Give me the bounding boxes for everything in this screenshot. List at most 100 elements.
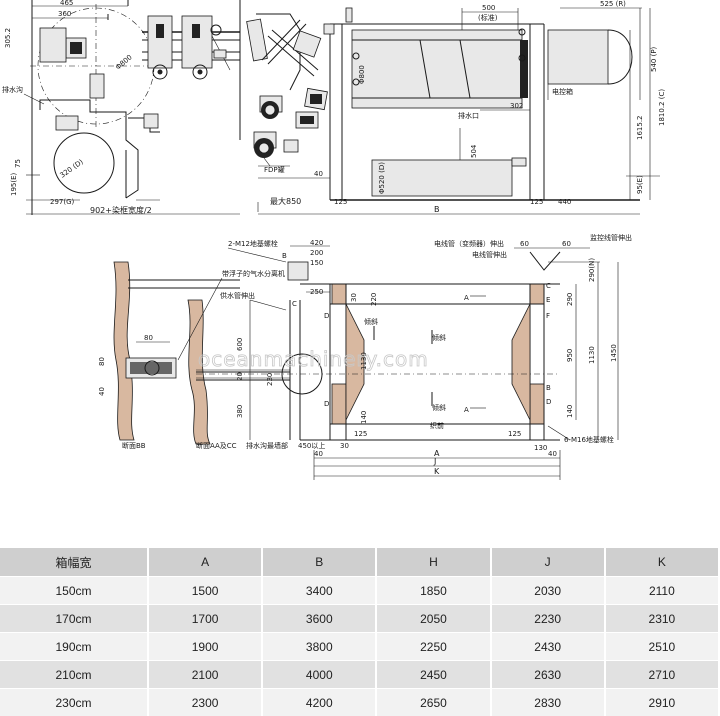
cell: 2830 <box>491 689 605 716</box>
dim-140-right: 140 <box>566 405 574 418</box>
dim-200: 200 <box>310 249 323 257</box>
dim-360: 360 <box>58 10 71 18</box>
letter-b-top: B <box>282 252 287 260</box>
dim-1615-2: 1615.2 <box>636 116 644 141</box>
cell: 150cm <box>0 577 148 605</box>
label-conduit-inverter: 电线管（变频器）伸出 <box>434 239 504 248</box>
letter-d-left1: D <box>324 400 329 408</box>
cell: 3400 <box>262 577 376 605</box>
dim-220: 220 <box>370 293 378 306</box>
dim-75: 75 <box>14 159 22 168</box>
label-air-water-separator: 带浮子的气水分离机 <box>222 269 285 278</box>
cell: 2250 <box>376 633 490 661</box>
dim-150: 150 <box>310 259 323 267</box>
dim-380: 380 <box>236 405 244 418</box>
cell: 2100 <box>148 661 262 689</box>
label-incline-3: 倾斜 <box>432 403 446 412</box>
dim-60-a: 60 <box>520 240 529 248</box>
technical-drawing: 465 360 305.2 Φ800 320 (D) 排水沟 75 195(E)… <box>0 0 720 545</box>
letter-a-top: A <box>464 294 469 302</box>
dim-40-bottom-right: 40 <box>548 450 557 458</box>
label-conduit: 电线管伸出 <box>472 250 507 259</box>
dim-80-bb: 80 <box>98 357 106 366</box>
dim-140-left: 140 <box>360 411 368 424</box>
section-aa-cc: 600 20 230 380 断面AA及CC <box>188 300 290 450</box>
header-h: H <box>376 548 490 577</box>
letter-c-right: C <box>546 282 551 290</box>
dim-40-top: 40 <box>314 170 323 178</box>
cell: 2230 <box>491 605 605 633</box>
header-b: B <box>262 548 376 577</box>
dim-k: K <box>434 467 440 476</box>
dim-297-g: 297(G) <box>50 198 75 206</box>
cell: 3800 <box>262 633 376 661</box>
dim-320-d: 320 (D) <box>59 158 85 180</box>
dim-1810-2-c: 1810.2 (C) <box>658 89 666 126</box>
cell: 2650 <box>376 689 490 716</box>
cell: 2910 <box>605 689 719 716</box>
header-width: 箱幅宽 <box>0 548 148 577</box>
spec-table: 箱幅宽 A B H J K 150cm 1500 3400 1850 2030 … <box>0 548 720 716</box>
dim-230: 230 <box>266 373 274 386</box>
cell: 2710 <box>605 661 719 689</box>
label-weave-front: 织前 <box>430 421 444 430</box>
table-header-row: 箱幅宽 A B H J K <box>0 548 719 577</box>
cell: 190cm <box>0 633 148 661</box>
table-row: 210cm 2100 4000 2450 2630 2710 <box>0 661 719 689</box>
header-k: K <box>605 548 719 577</box>
dim-250: 250 <box>310 288 323 296</box>
cell: 1700 <box>148 605 262 633</box>
cell: 2310 <box>605 605 719 633</box>
cell: 2450 <box>376 661 490 689</box>
dim-290-n: 290(N) <box>588 258 596 282</box>
dim-130: 130 <box>534 444 547 452</box>
cell: 4200 <box>262 689 376 716</box>
cell: 2110 <box>605 577 719 605</box>
cell: 2300 <box>148 689 262 716</box>
dim-440: 440 <box>558 198 571 206</box>
dim-302: 302 <box>510 102 523 110</box>
dim-40-bottom-left: 40 <box>314 450 323 458</box>
dim-30-top: 30 <box>350 293 358 302</box>
letter-d-left2: D <box>324 312 329 320</box>
table-row: 190cm 1900 3800 2250 2430 2510 <box>0 633 719 661</box>
cell: 1850 <box>376 577 490 605</box>
label-incline-2: 倾斜 <box>432 333 446 342</box>
section-bb-title: 断面BB <box>122 441 146 450</box>
label-water-supply-pipe: 供水管伸出 <box>220 291 255 300</box>
dim-60-b: 60 <box>562 240 571 248</box>
dim-420: 420 <box>310 239 323 247</box>
cell: 170cm <box>0 605 148 633</box>
label-control-box: 电控箱 <box>552 87 573 96</box>
cell: 3600 <box>262 605 376 633</box>
dim-195-e: 195(E) <box>10 172 18 196</box>
dim-phi800-left: Φ800 <box>114 53 134 71</box>
cell: 2030 <box>491 577 605 605</box>
label-incline-1: 倾斜 <box>364 317 378 326</box>
dim-525-r: 525 (R) <box>600 0 626 8</box>
dim-phi800-right: Φ800 <box>358 65 366 84</box>
dim-125-left: 125 <box>334 198 347 206</box>
letter-e: E <box>546 296 550 304</box>
header-a: A <box>148 548 262 577</box>
dim-450-above: 450以上 <box>298 441 325 450</box>
dim-95-e: 95(E) <box>636 175 644 194</box>
letter-a-bottom: A <box>464 406 469 414</box>
dim-500: 500 <box>482 4 495 12</box>
letter-c-left: C <box>292 300 297 308</box>
cell: 1900 <box>148 633 262 661</box>
dim-465: 465 <box>60 0 73 7</box>
cell: 2510 <box>605 633 719 661</box>
dim-80-bb2: 80 <box>144 334 153 342</box>
cell: 2630 <box>491 661 605 689</box>
label-m16-bolts: 6-M16地基螺栓 <box>564 435 614 444</box>
dim-504: 504 <box>470 144 478 158</box>
table-row: 170cm 1700 3600 2050 2230 2310 <box>0 605 719 633</box>
cell: 1500 <box>148 577 262 605</box>
label-monitor-conduit: 监控线管伸出 <box>590 233 632 242</box>
table-row: 230cm 2300 4200 2650 2830 2910 <box>0 689 719 716</box>
label-drain-trench-wall: 排水沟最墙部 <box>246 441 288 450</box>
dim-phi520-d: Φ520 (D) <box>378 162 386 194</box>
dim-540-p: 540 (P) <box>650 46 658 72</box>
dim-j: J <box>433 457 436 466</box>
